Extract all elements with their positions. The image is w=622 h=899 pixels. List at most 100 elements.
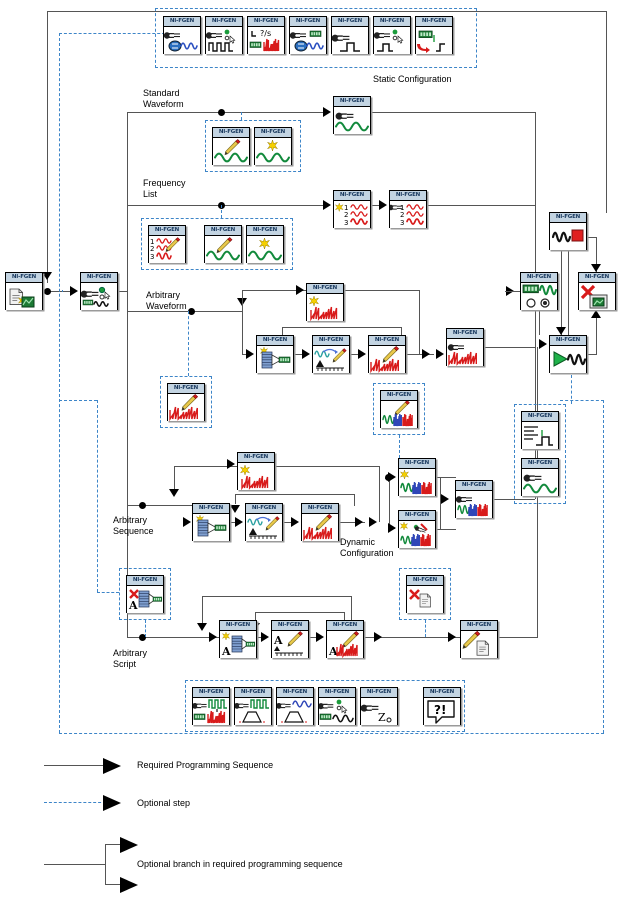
wire-arb-row [127,311,243,312]
wire-write-to-edit [350,354,362,355]
svg-text:A: A [328,645,338,658]
svg-text:?!: ?! [434,703,446,717]
wire-dyn-fan-v [389,478,390,528]
wrench-multi-icon [456,491,492,518]
opt-dyn-tick [399,435,400,473]
initiate-generation-vi[interactable]: NI-FGEN [549,335,587,373]
configure-output-impedance-vi[interactable]: NI-FGEN [318,687,356,725]
wire-standard-down [535,112,536,291]
vi-header: NI-FGEN [399,459,435,469]
configure-trigger-vi[interactable]: NI-FGEN [331,16,369,54]
vi-header: NI-FGEN [205,226,241,236]
write-script-vi[interactable]: NI-FGEN [460,620,498,658]
wrench-term-sine-icon [290,27,326,54]
wire-seq-loop-l [235,494,236,504]
configure-ref-clock-vi[interactable]: NI-FGEN [289,16,327,54]
vi-header: NI-FGEN [6,273,42,283]
wire-initiate-right [587,354,597,355]
vi-header: NI-FGEN [168,384,204,394]
configure-digital-gain-vi[interactable]: NI-FGEN [234,687,272,725]
export-signal-vi[interactable]: NI-FGEN [415,16,453,54]
clear-arb-sequence-vi[interactable]: NI-FGEN [237,452,275,490]
configure-sample-rate-vi[interactable]: NI-FGEN?/s [247,16,285,54]
wire-arbconfig-up [535,291,536,347]
arrow-script-merge [374,632,382,642]
arrow-abort-to-initiate [556,327,566,335]
wire-dyn1-out [436,477,456,478]
edit-arb-waveform-vi[interactable]: NI-FGEN [368,335,406,373]
svg-text:?/s: ?/s [260,29,271,38]
wire-abort-close-v [596,237,597,272]
wire-edit-to-config [406,354,434,355]
star-multi-icon [399,469,435,496]
self-test-vi[interactable]: NI-FGEN [521,458,559,496]
allocate-waveform-vi[interactable]: NI-FGEN [256,335,294,373]
wrench-green-sine-icon [522,469,558,496]
abort-generation-vi[interactable]: NI-FGEN [549,212,587,250]
configure-analog-filter-vi[interactable]: NI-FGEN [276,687,314,725]
label-arbitrary-waveform: Arbitrary Waveform [146,290,187,311]
arrow-abort-close [591,264,601,272]
create-advanced-arb-sequence-vi[interactable]: NI-FGEN [398,458,436,496]
initialize-with-options-vi[interactable]: NI-FGEN [5,272,43,310]
arrow-arb-clear [296,285,304,295]
configure-output-enabled-vi[interactable]: NI-FGEN [520,272,558,310]
configure-digital-filter-vi[interactable]: NI-FGEN [192,687,230,725]
configure-clock-mode-vi[interactable]: NI-FGEN [205,16,243,54]
arrow-freq-1 [323,200,331,210]
edit-arb-sequence-vi[interactable]: NI-FGEN [301,503,339,541]
write-sequence-vi[interactable]: NI-FGEN [245,503,283,541]
error-message-vi[interactable]: NI-FGEN?! [423,687,461,725]
a-alloc-buffer-icon: A [220,631,256,658]
edit-advanced-sequence-vi[interactable]: NI-FGEN [380,390,418,428]
wire-mode-out [118,291,128,292]
junction-init [44,288,51,295]
clear-freq-list-vi[interactable]: NI-FGEN [246,225,284,263]
configure-standard-waveform-vi[interactable]: NI-FGEN [163,16,201,54]
junction-arb [188,308,195,315]
edit-freq-list-vi[interactable]: NI-FGEN [204,225,242,263]
opt-script-tick [145,620,146,637]
delete-script-vi[interactable]: NI-FGEN [406,575,444,613]
wire-freq-row [127,205,327,206]
opt-script-left-v [97,400,98,592]
wire-seq-clear-h [174,466,238,467]
junction-script [139,634,146,641]
create-standard-waveform-vi[interactable]: NI-FGEN [254,127,292,165]
configure-arb-waveform-vi[interactable]: NI-FGEN [446,328,484,366]
svg-text:2: 2 [400,211,404,219]
arrow-arb-write [302,349,310,359]
arrow-dyn-1 [388,472,396,482]
vi-header: NI-FGEN [213,128,249,138]
vi-header: NI-FGEN [255,128,291,138]
configure-trigger-mode-vi[interactable]: NI-FGEN [373,16,411,54]
static-config-group-box [155,8,477,68]
vi-header: NI-FGEN [319,688,355,698]
vi-header: NI-FGEN [334,191,370,201]
configure-advanced-sequence-vi[interactable]: NI-FGEN [398,510,436,548]
configure-standard-waveform-vi[interactable]: NI-FGEN [333,96,371,134]
error-query-vi[interactable]: NI-FGEN [521,411,559,449]
vi-header: NI-FGEN [302,504,338,514]
configure-output-mode-vi[interactable]: NI-FGEN [80,272,118,310]
configure-arb-sequence-vi[interactable]: NI-FGEN [455,480,493,518]
wire-clear-down [419,290,420,354]
wire-arb-loop-left-v [282,327,283,337]
close-session-vi[interactable]: NI-FGEN [578,272,616,310]
set-waveform-next-write-vi[interactable]: NI-FGEN [167,383,205,421]
write-waveform-vi[interactable]: NI-FGEN [312,335,350,373]
clear-arb-waveform-vi[interactable]: NI-FGEN [306,283,344,321]
label-dynamic-configuration: Dynamic Configuration [340,537,394,558]
create-arb-sequence-vi[interactable]: NI-FGEN [192,503,230,541]
star-red-arb-icon [238,463,274,490]
configure-standard-waveform-edit-vi[interactable]: NI-FGEN [212,127,250,165]
